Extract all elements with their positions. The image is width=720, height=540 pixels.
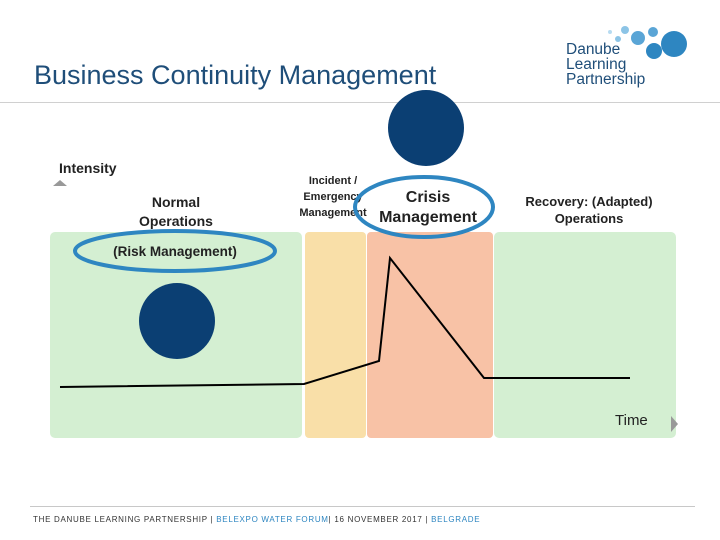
footer-location: BELGRADE bbox=[431, 515, 481, 524]
logo-dots-icon bbox=[608, 26, 687, 59]
footer-date: | 16 NOVEMBER 2017 | bbox=[328, 515, 432, 524]
phase-normal-label-line2: Operations bbox=[139, 213, 213, 229]
footer: THE DANUBE LEARNING PARTNERSHIP | BELEXP… bbox=[33, 515, 480, 524]
footer-event: BELEXPO WATER FORUM bbox=[216, 515, 329, 524]
phase-crisis-background bbox=[367, 232, 493, 438]
marker-circle-bottom bbox=[139, 283, 215, 359]
logo-text: Danube Learning Partnership bbox=[566, 41, 646, 88]
slide-title: Business Continuity Management bbox=[34, 60, 437, 90]
intensity-axis-label: Intensity bbox=[59, 160, 117, 176]
time-axis-label: Time bbox=[615, 412, 648, 429]
title-divider bbox=[0, 102, 720, 103]
phase-incident-background bbox=[305, 232, 366, 438]
intensity-line bbox=[59, 255, 630, 388]
marker-circle-top bbox=[388, 90, 464, 166]
phase-incident-label-line3: Management bbox=[299, 207, 367, 219]
risk-management-label: (Risk Management) bbox=[113, 244, 237, 259]
phase-crisis-label-line2: Management bbox=[379, 209, 477, 226]
phase-incident-label-line2: Emergency bbox=[303, 191, 363, 203]
crisis-management-highlight bbox=[353, 175, 495, 239]
time-arrow-icon bbox=[671, 416, 678, 432]
footer-divider bbox=[30, 506, 695, 507]
risk-management-highlight bbox=[73, 229, 277, 273]
footer-organization: THE DANUBE LEARNING PARTNERSHIP | bbox=[33, 515, 217, 524]
intensity-arrow-icon bbox=[53, 180, 67, 186]
phase-recovery-label-line1: Recovery: (Adapted) bbox=[525, 194, 652, 209]
phase-recovery-label-line2: Operations bbox=[555, 211, 624, 226]
phase-incident-label-line1: Incident / bbox=[309, 175, 357, 187]
phase-crisis-label-line1: Crisis bbox=[406, 189, 451, 206]
phase-recovery-background bbox=[494, 232, 676, 438]
organization-logo: Danube Learning Partnership bbox=[558, 24, 698, 92]
phase-normal-label-line1: Normal bbox=[152, 194, 200, 210]
